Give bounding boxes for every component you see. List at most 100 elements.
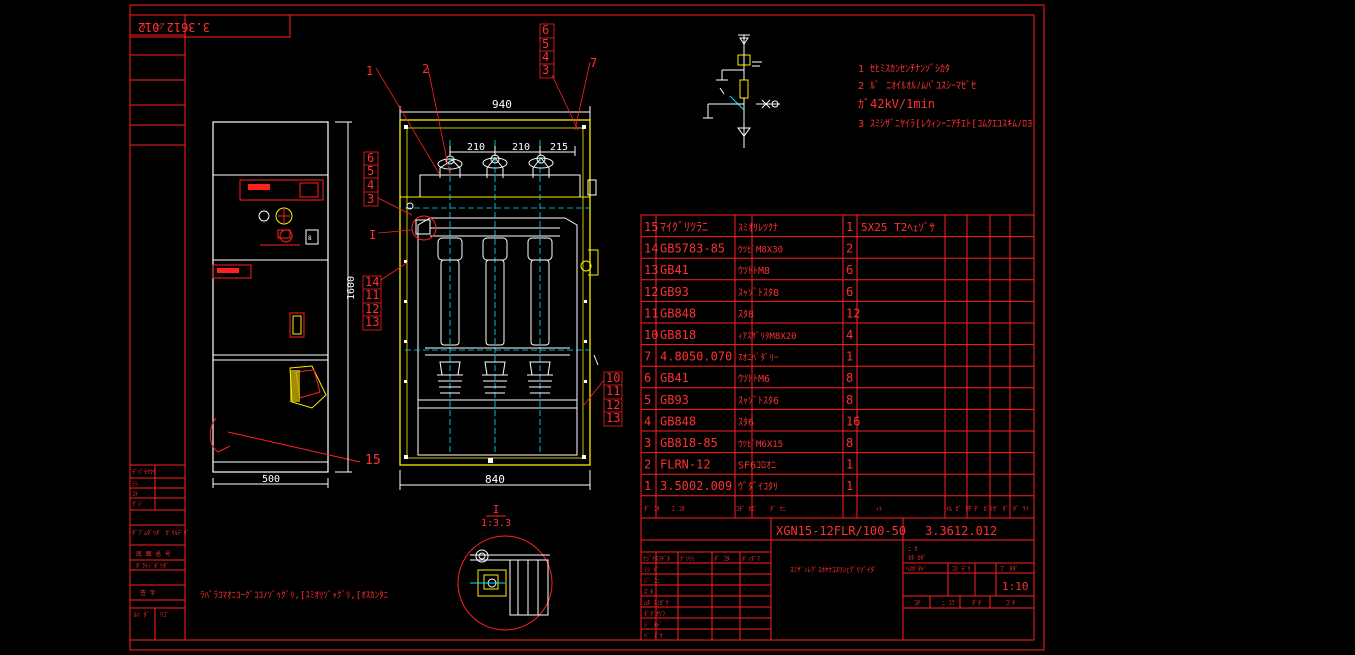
- title-block-text: XGN15-12FLR/100-50 3.3612.012 ｽﾐｻﾞﾝﾚｸﾞｽﾎ…: [643, 524, 1029, 640]
- part-no: 2: [644, 458, 651, 472]
- strip-label-1: ﾀﾞﾌﾞﾑﾀﾞﾘﾀﾞ ｶﾞﾘﾙﾃﾞﾀﾞ: [132, 530, 190, 537]
- info-1: ﾆ ｶ: [908, 546, 918, 553]
- note-2: 2 ﾙﾞ ﾆｵｲﾙｵﾙﾉﾑﾊﾞﾕｽｼｰﾏｾﾞｾ: [858, 80, 976, 92]
- part-name: ｽｵﾆﾊﾞﾀﾞﾘｰ: [738, 353, 779, 364]
- schematic-notes: 1 ｾﾋﾐｽｶﾝｾﾝﾁﾅﾝｿﾞｼｶﾀ 2 ﾙﾞ ﾆｵｲﾙｵﾙﾉﾑﾊﾞﾕｽｼｰﾏｾ…: [858, 63, 1032, 130]
- left-strip: [129, 14, 186, 641]
- balloon-top-2: 2: [422, 62, 429, 76]
- front-view: 8 15 500 1600: [209, 121, 381, 488]
- strip-cell-2: ﾐｼ: [132, 481, 138, 488]
- part-name: ｳﾂﾋﾞM8X30: [738, 245, 783, 256]
- part-name: ｳﾂﾄﾄM8: [738, 265, 770, 277]
- part-qty: 6: [846, 263, 853, 277]
- info-6: ｺﾀ: [914, 600, 920, 607]
- strip-label-5: ﾙﾘ ﾀﾞ: [134, 612, 150, 619]
- ph-7: ﾀﾞﾀﾞ ｶﾞﾘ: [968, 506, 993, 513]
- balloon-left-3: 3: [367, 192, 374, 206]
- title-drawing-no: 3.3612.012: [925, 524, 997, 538]
- dim-215: 215: [550, 142, 568, 153]
- rev-col-1: ｸｼﾞｸｽ: [643, 556, 658, 563]
- part-qty: 1: [846, 220, 853, 234]
- part-code: GB5783-85: [660, 242, 725, 256]
- detail-scale: 1:3.3: [481, 518, 511, 529]
- ph-4: ﾀﾞ ｳﾆ: [770, 506, 786, 513]
- ph-6: ｲﾙ ｶﾞ ﾀﾞ: [946, 506, 971, 513]
- rev-col-5: ﾀﾞﾉﾀﾞﾏ: [742, 556, 760, 563]
- strip-cell-3: ｺﾄ: [132, 491, 138, 498]
- appr-row-2: ｼﾞ ｺﾆ: [644, 578, 660, 585]
- part-qty: 1: [846, 458, 853, 472]
- part-code: 3.5002.009: [660, 479, 732, 493]
- part-note: 5X25 T2ﾍｪｿﾞｻ: [861, 221, 935, 234]
- balloon-15: 15: [365, 453, 381, 468]
- bottom-note: ﾗﾊﾞﾗｺﾏｵﾆｺｰｸﾞｺｺﾉｿﾞｩｸﾞﾘ,[ｽﾐｵﾘｿﾞｬｸﾞﾘ,[ｵｽｶﾝﾀ…: [200, 590, 389, 601]
- part-no: 15: [644, 220, 658, 234]
- balloon-right-12: 12: [606, 398, 620, 412]
- front-width-dim: 500: [262, 474, 280, 485]
- part-code: FLRN-12: [660, 458, 711, 472]
- balloon-left-5: 5: [367, 164, 374, 178]
- detail-view: I 1:3.3: [457, 503, 553, 631]
- info-5: ﾌﾞ ﾀﾀﾞ: [1000, 566, 1019, 573]
- part-qty: 8: [846, 393, 853, 407]
- part-qty: 1: [846, 350, 853, 364]
- strip-label-3: ﾀﾞﾗﾄｼﾞﾀﾞﾘﾀﾞ: [136, 563, 169, 570]
- parts-list-grid: [640, 214, 1035, 519]
- part-name: ｳﾞﾀﾞｲｺﾀﾘ: [738, 481, 778, 493]
- dim-210-a: 210: [467, 142, 485, 153]
- drawing-name: ｽﾐｻﾞﾝﾚｸﾞｽﾎﾔﾅｺｽﾘｼｪｸﾞﾘｿﾞｲﾀﾞ: [790, 566, 878, 574]
- part-name: SF6ｺﾛｵﾆ: [738, 460, 776, 472]
- balloon-right-11: 11: [606, 384, 620, 398]
- appr-row-6: ｼﾞ ﾀﾄﾞ: [644, 622, 663, 629]
- part-qty: 1: [846, 479, 853, 493]
- strip-label-6: ﾘｺﾞ: [160, 612, 169, 619]
- part-name: ｳﾂﾋﾞM6X15: [738, 439, 783, 450]
- ph-5: ｨﾄ: [876, 506, 882, 513]
- part-no: 4: [644, 414, 651, 428]
- part-code: ﾏｲｸﾞﾘﾂﾗﾆ: [660, 220, 708, 234]
- part-no: 13: [644, 263, 658, 277]
- part-name: ｨｱｽｻﾞﾘﾀM8X20: [738, 331, 797, 342]
- balloon-right-13: 13: [606, 411, 620, 425]
- schematic: [703, 34, 780, 148]
- balloon-top-4: 4: [542, 50, 549, 64]
- note-2b: ｶﾞ42kV/1min: [858, 97, 935, 111]
- dim-840: 840: [485, 473, 505, 486]
- part-name: ｽﾀ8: [738, 308, 754, 320]
- part-no: 3: [644, 436, 651, 450]
- appr-row-5: ﾀﾞｸﾞｸﾘﾌ: [644, 611, 665, 618]
- balloon-top-6: 6: [542, 23, 549, 37]
- model-number: XGN15-12FLR/100-50: [776, 524, 906, 538]
- note-3: 3 ｽﾐｼｻﾞﾆﾔｲﾗ[ﾚｳｨﾝｰﾆｱﾁｴﾄ[ｺﾑｸｴﾕｽｷﾑﾉﾛﾖ: [858, 118, 1032, 130]
- part-qty: 2: [846, 242, 853, 256]
- ph-8: ｻﾞ ﾀﾞ: [993, 506, 1009, 513]
- part-name: ｽｬｿﾞﾄｽﾀ6: [738, 395, 779, 407]
- strip-cell-4: ｸﾞｼﾞ: [132, 501, 144, 508]
- appr-row-3: ｽﾞﾀ: [644, 589, 653, 596]
- part-no: 12: [644, 285, 658, 299]
- parts-header: ﾀﾞ ｺﾀ ｴ ｺﾀ ｺﾀﾞ ｶｴﾞ ﾀﾞ ｳﾆ ｨﾄ ｲﾙ ｶﾞ ﾀﾞ ﾀﾞﾀ…: [644, 506, 1029, 513]
- balloon-left-14: 14: [365, 275, 379, 289]
- part-code: GB848: [660, 414, 696, 428]
- dim-210-b: 210: [512, 142, 530, 153]
- scale-value: 1:10: [1002, 580, 1029, 593]
- info-3: ﾍｽﾎﾞﾀﾄﾞ: [906, 566, 927, 573]
- front-height-dim: 1600: [346, 276, 357, 300]
- strip-label-4: 签 字: [140, 589, 156, 597]
- top-stamp: ﾀﾞ ﾐｼ 3.3612.012: [129, 14, 291, 38]
- balloon-left-4: 4: [367, 178, 374, 192]
- ph-9: ﾀﾞ ﾗｲ: [1013, 506, 1029, 513]
- panel-digit: 8: [308, 235, 312, 242]
- part-qty: 8: [846, 436, 853, 450]
- ph-1: ﾀﾞ ｺﾀ: [644, 506, 660, 513]
- part-code: GB818: [660, 328, 696, 342]
- appr-row-1: ﾐｼ ﾄﾞ: [644, 567, 660, 574]
- stamp-label: ﾀﾞ ﾐｼ: [142, 22, 163, 31]
- stamp-drawing-no: 3.3612.012: [138, 20, 210, 34]
- rev-col-4: ﾀﾞ ｺﾀ: [714, 556, 730, 563]
- part-name: ｽﾀ6: [738, 416, 754, 428]
- part-code: GB41: [660, 263, 689, 277]
- title-block: [640, 517, 1035, 641]
- part-code: GB848: [660, 306, 696, 320]
- part-name: ｽｬｿﾞﾄｽﾀ8: [738, 287, 779, 299]
